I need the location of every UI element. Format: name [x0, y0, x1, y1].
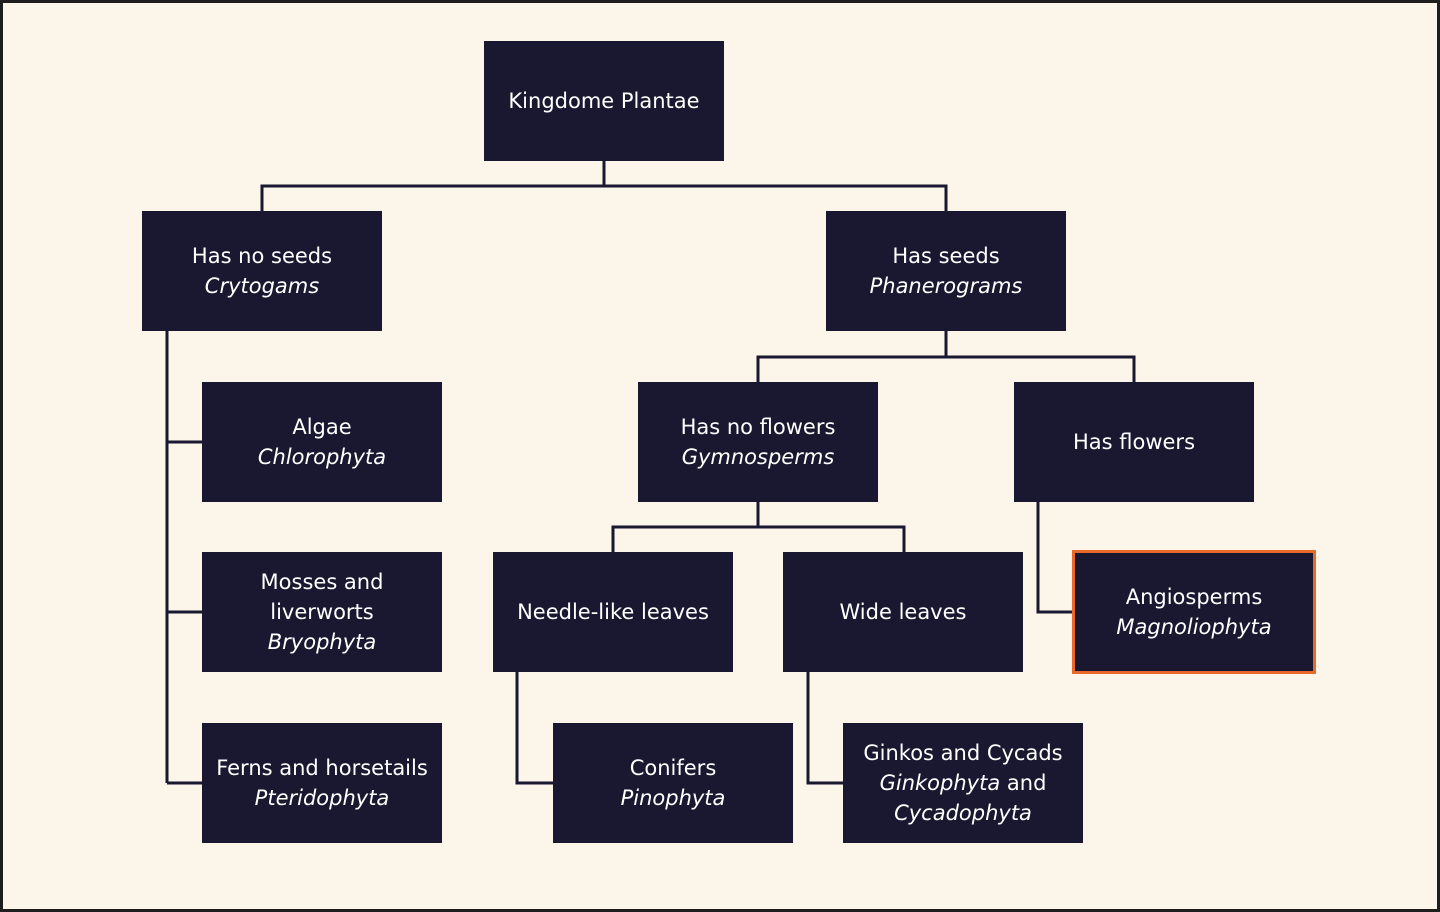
- node-subtitle: Bryophyta: [267, 630, 377, 654]
- node-angiosperms: Angiosperms Magnoliophyta: [1072, 550, 1316, 674]
- node-subtitle: Phanerograms: [869, 274, 1023, 298]
- node-subtitle: Gymnosperms: [681, 445, 835, 469]
- node-title: Has no flowers: [680, 415, 836, 439]
- node-title-line2: liverworts: [270, 600, 374, 624]
- node-title: Kingdome Plantae: [508, 89, 700, 113]
- node-subtitle: Magnoliophyta: [1116, 615, 1272, 639]
- node-subtitle: Pteridophyta: [254, 786, 390, 810]
- node-algae: Algae Chlorophyta: [202, 382, 442, 502]
- node-title: Ferns and horsetails: [216, 756, 428, 780]
- node-subtitle-b: Cycadophyta: [894, 801, 1032, 825]
- node-title: Angiosperms: [1125, 585, 1263, 609]
- node-has-no-flowers: Has no flowers Gymnosperms: [638, 382, 878, 502]
- node-subtitle-joiner: and: [1006, 771, 1047, 795]
- node-ginkos-cycads: Ginkos and Cycads Ginkophyta and Cycadop…: [843, 723, 1083, 843]
- node-title: Has flowers: [1072, 430, 1196, 454]
- node-mosses-liverworts: Mosses and liverworts Bryophyta: [202, 552, 442, 672]
- node-needle-like-leaves: Needle-like leaves: [493, 552, 733, 672]
- connector-flowers-angiosperms: [1036, 501, 1074, 614]
- node-title: Algae: [292, 415, 352, 439]
- node-ferns-horsetails: Ferns and horsetails Pteridophyta: [202, 723, 442, 843]
- node-title: Has seeds: [892, 244, 1000, 268]
- node-title: Conifers: [629, 756, 717, 780]
- connector-seeds-level2: [756, 331, 1136, 382]
- node-has-seeds: Has seeds Phanerograms: [826, 211, 1066, 331]
- node-subtitle-a: Ginkophyta: [879, 771, 1001, 795]
- node-kingdom-plantae: Kingdome Plantae: [484, 41, 724, 161]
- node-title: Has no seeds: [191, 244, 333, 268]
- node-subtitle: Pinophyta: [620, 786, 726, 810]
- node-subtitle: Crytogams: [204, 274, 320, 298]
- node-conifers: Conifers Pinophyta: [553, 723, 793, 843]
- node-title: Wide leaves: [839, 600, 967, 624]
- node-subtitle: Chlorophyta: [257, 445, 387, 469]
- node-has-no-seeds: Has no seeds Crytogams: [142, 211, 382, 331]
- node-has-flowers: Has flowers: [1014, 382, 1254, 502]
- connector-noflowers-level3: [611, 501, 906, 553]
- connector-noseeds-branch: [165, 331, 203, 785]
- node-title: Needle-like leaves: [517, 600, 709, 624]
- connector-needle-conifers: [515, 671, 553, 785]
- node-subtitle-line1: Ginkophyta and: [880, 768, 1047, 798]
- node-title: Ginkos and Cycads: [863, 741, 1063, 765]
- node-wide-leaves: Wide leaves: [783, 552, 1023, 672]
- node-title-line1: Mosses and: [260, 570, 384, 594]
- connector-root-level1: [260, 161, 948, 212]
- connector-wide-ginkos: [806, 671, 844, 785]
